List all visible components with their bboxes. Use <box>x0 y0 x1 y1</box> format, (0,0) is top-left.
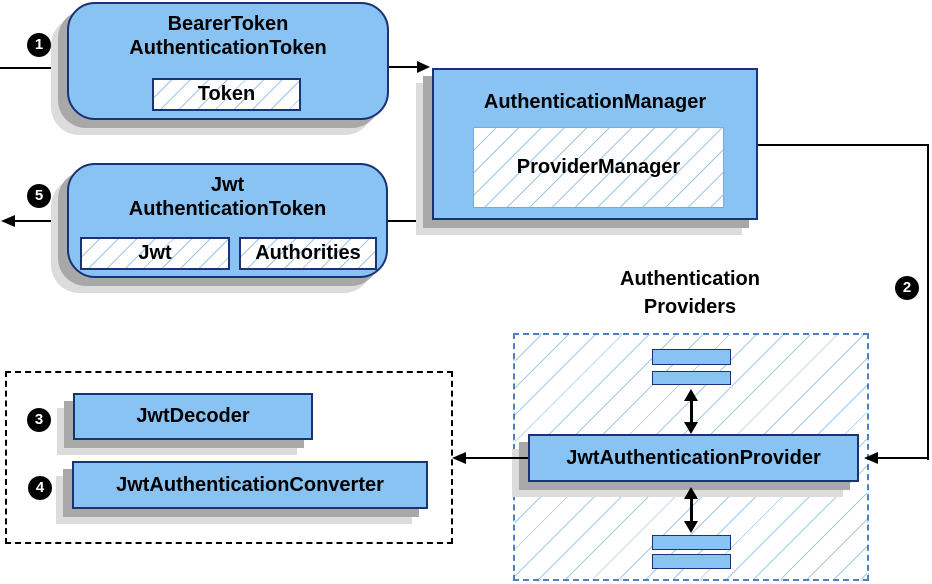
arrowhead-down-icon <box>684 422 698 434</box>
step-badge-3: 3 <box>27 408 51 432</box>
bearer-token-title-line2: AuthenticationToken <box>129 37 327 59</box>
provider-manager-chip: ProviderManager <box>473 127 724 208</box>
bearer-to-manager-line <box>389 66 419 68</box>
jwt-authentication-token-title-line2: AuthenticationToken <box>128 198 327 220</box>
arrowhead-left-icon <box>864 452 878 464</box>
authorities-chip: Authorities <box>239 237 377 270</box>
jwt-authentication-token-title-line1: Jwt <box>210 174 245 196</box>
jwt-chip: Jwt <box>80 237 230 270</box>
double-arrow-icon <box>682 487 700 533</box>
manager-to-provider-line-top <box>758 144 929 146</box>
jwt-authentication-converter-node: JwtAuthenticationConverter <box>72 461 428 509</box>
authentication-providers-label: Authentication Providers <box>555 265 825 321</box>
provider-slot-bar <box>652 349 731 365</box>
manager-to-provider-line-bottom <box>878 457 928 459</box>
step-badge-5: 5 <box>27 184 51 208</box>
token-chip: Token <box>152 78 301 111</box>
arrowhead-down-icon <box>684 521 698 533</box>
request-in-line <box>0 67 68 69</box>
bearer-token-title-line1: BearerToken <box>167 13 289 35</box>
double-arrow-icon <box>682 389 700 434</box>
authentication-providers-label-line2: Providers <box>643 296 737 318</box>
authentication-manager-title: AuthenticationManager <box>483 91 707 113</box>
response-out-line <box>13 220 67 222</box>
arrow-shaft <box>690 496 693 524</box>
arrowhead-up-icon <box>684 389 698 401</box>
provider-slot-bar <box>652 554 731 569</box>
step-badge-2: 2 <box>895 276 919 300</box>
manager-to-provider-line-vertical <box>927 144 929 460</box>
step-badge-1: 1 <box>27 33 51 57</box>
arrowhead-left-icon <box>452 452 466 464</box>
jwt-authentication-token-node: Jwt AuthenticationToken Jwt Authorities <box>67 163 388 278</box>
authentication-providers-label-line1: Authentication <box>620 268 760 290</box>
step-badge-4: 4 <box>28 476 52 500</box>
provider-to-decoder-line <box>465 457 528 459</box>
bearer-token-title: BearerToken AuthenticationToken <box>69 12 387 60</box>
manager-to-token-line <box>388 220 433 222</box>
provider-slot-bar <box>652 371 731 385</box>
authentication-manager-node: AuthenticationManager ProviderManager <box>432 68 758 220</box>
arrow-shaft <box>690 398 693 425</box>
jwt-authentication-token-title: Jwt AuthenticationToken <box>69 173 386 221</box>
arrowhead-up-icon <box>684 487 698 499</box>
jwt-authentication-provider-node: JwtAuthenticationProvider <box>528 434 859 482</box>
bearer-token-authentication-token-node: BearerToken AuthenticationToken Token <box>67 2 389 120</box>
provider-slot-bar <box>652 535 731 550</box>
arrowhead-right-icon <box>417 61 430 73</box>
arrowhead-left-icon <box>1 215 15 227</box>
jwt-decoder-node: JwtDecoder <box>73 393 313 440</box>
